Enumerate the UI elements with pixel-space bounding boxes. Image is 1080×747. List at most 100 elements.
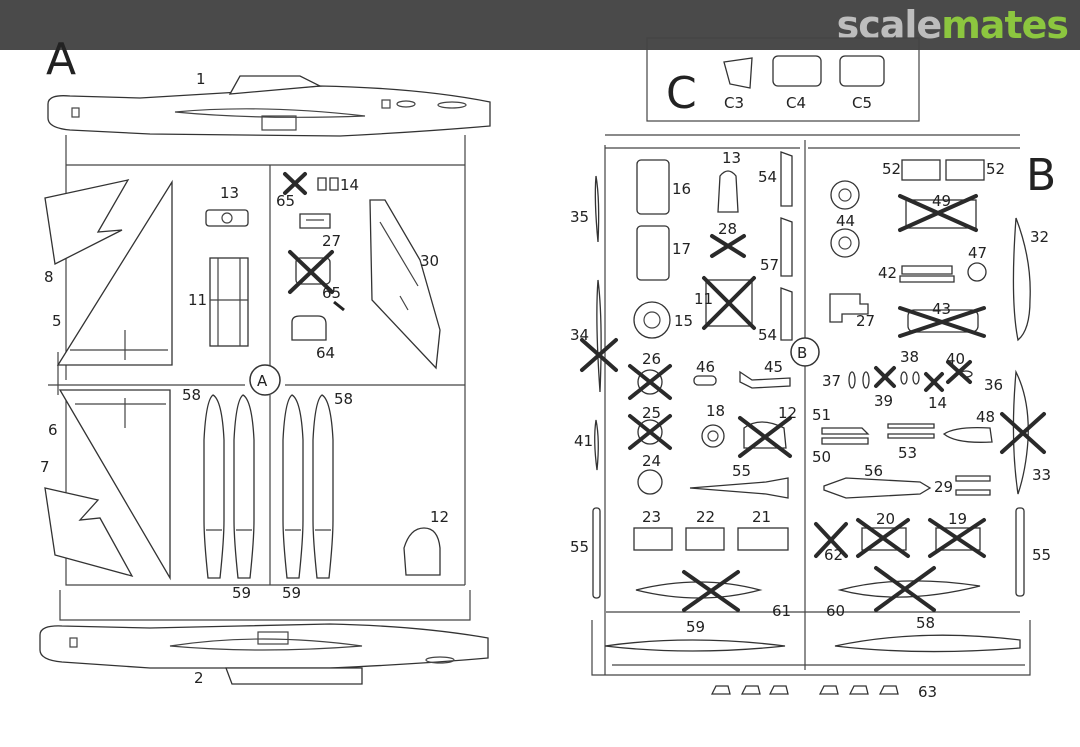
part-a1-fuselage-left [47, 75, 491, 137]
sprue-a-letter: A [46, 34, 76, 85]
label-b55-mid: 55 [732, 462, 751, 480]
label-b29: 29 [934, 478, 953, 496]
part-b55-left [592, 507, 601, 599]
part-a11-cockpit-tub [209, 257, 249, 347]
label-b54-top: 54 [758, 168, 777, 186]
label-a27: 27 [322, 232, 341, 250]
part-b44-wheel-top [830, 180, 860, 210]
sprue-c-box [646, 37, 920, 122]
sprue-a-hub-letter: A [257, 372, 268, 390]
label-b14: 14 [928, 394, 947, 412]
label-a64: 64 [316, 344, 335, 362]
part-b37-40-small-bits [848, 370, 973, 389]
part-b55-missile [689, 477, 789, 499]
label-b17: 17 [672, 240, 691, 258]
part-b29 [955, 475, 991, 496]
label-c3: C3 [724, 94, 744, 112]
label-b12: 12 [778, 404, 797, 422]
label-b42: 42 [878, 264, 897, 282]
label-a12: 12 [430, 508, 449, 526]
part-b60 [837, 580, 981, 598]
part-b24 [637, 469, 663, 495]
label-b57: 57 [760, 256, 779, 274]
label-b47: 47 [968, 244, 987, 262]
part-b59 [635, 581, 763, 599]
label-b37: 37 [822, 372, 841, 390]
part-a58-fuel-tanks [203, 394, 334, 579]
part-b35 [594, 175, 600, 243]
part-c3-clear [723, 57, 753, 89]
label-a8: 8 [44, 268, 54, 286]
label-a58-left: 58 [182, 386, 201, 404]
part-b54-bot [780, 287, 793, 341]
label-b59: 59 [686, 618, 705, 636]
label-a65-mid: 65 [322, 284, 341, 302]
part-b41 [594, 419, 599, 471]
label-b34: 34 [570, 326, 589, 344]
sprue-b-frame [591, 134, 1031, 676]
label-b16: 16 [672, 180, 691, 198]
label-a13: 13 [220, 184, 239, 202]
part-a2-fuselage-right [39, 623, 489, 685]
part-b18 [701, 424, 725, 448]
part-b54-top [780, 151, 793, 207]
label-b39: 39 [874, 392, 893, 410]
part-b15-wheel [633, 301, 671, 339]
label-b52-left: 52 [882, 160, 901, 178]
part-b16 [636, 159, 670, 215]
label-b43: 43 [932, 300, 951, 318]
sprue-b-hub-letter: B [797, 344, 807, 362]
label-b62: 62 [824, 546, 843, 564]
label-b63: 63 [918, 683, 937, 701]
label-a11: 11 [188, 291, 207, 309]
label-b25: 25 [642, 404, 661, 422]
part-a27-part [299, 213, 331, 229]
label-a59-left: 59 [232, 584, 251, 602]
label-c4: C4 [786, 94, 806, 112]
sprue-c: C C3 C4 C5 [646, 37, 920, 122]
label-b55-left: 55 [570, 538, 589, 556]
part-b48 [942, 426, 993, 443]
label-b23: 23 [642, 508, 661, 526]
label-b26: 26 [642, 350, 661, 368]
part-b21 [737, 527, 789, 551]
label-b18: 18 [706, 402, 725, 420]
part-b55-right [1015, 507, 1025, 597]
label-b36: 36 [984, 376, 1003, 394]
part-b56-missile [823, 477, 932, 499]
label-a30: 30 [420, 252, 439, 270]
label-a5: 5 [52, 312, 62, 330]
label-a65-top: 65 [276, 192, 295, 210]
part-a6-wing-half [58, 389, 171, 581]
label-b40: 40 [946, 350, 965, 368]
label-b13: 13 [722, 149, 741, 167]
label-a59-right: 59 [282, 584, 301, 602]
label-b27: 27 [856, 312, 875, 330]
part-b45 [739, 370, 791, 389]
label-a14: 14 [340, 176, 359, 194]
part-b23 [633, 527, 673, 551]
sprue-a-hub [249, 364, 281, 396]
label-a58-right: 58 [334, 390, 353, 408]
label-b45: 45 [764, 358, 783, 376]
label-b41: 41 [574, 432, 593, 450]
label-b33: 33 [1032, 466, 1051, 484]
label-b58: 58 [916, 614, 935, 632]
part-c5-clear [839, 55, 885, 87]
part-b47 [967, 262, 987, 282]
sprue-b-hub [790, 337, 820, 367]
part-c4-clear [772, 55, 822, 87]
label-b55-right: 55 [1032, 546, 1051, 564]
label-b48: 48 [976, 408, 995, 426]
part-b53 [887, 423, 935, 439]
sprue-a-frame [48, 135, 471, 621]
label-a6: 6 [48, 421, 58, 439]
scalemates-logo: scalemates [837, 2, 1069, 48]
part-b17 [636, 225, 670, 281]
label-b32: 32 [1030, 228, 1049, 246]
label-b61: 61 [772, 602, 791, 620]
label-b38: 38 [900, 348, 919, 366]
part-b52-panels [901, 159, 985, 181]
watermark-bar: scalemates [0, 0, 1080, 50]
